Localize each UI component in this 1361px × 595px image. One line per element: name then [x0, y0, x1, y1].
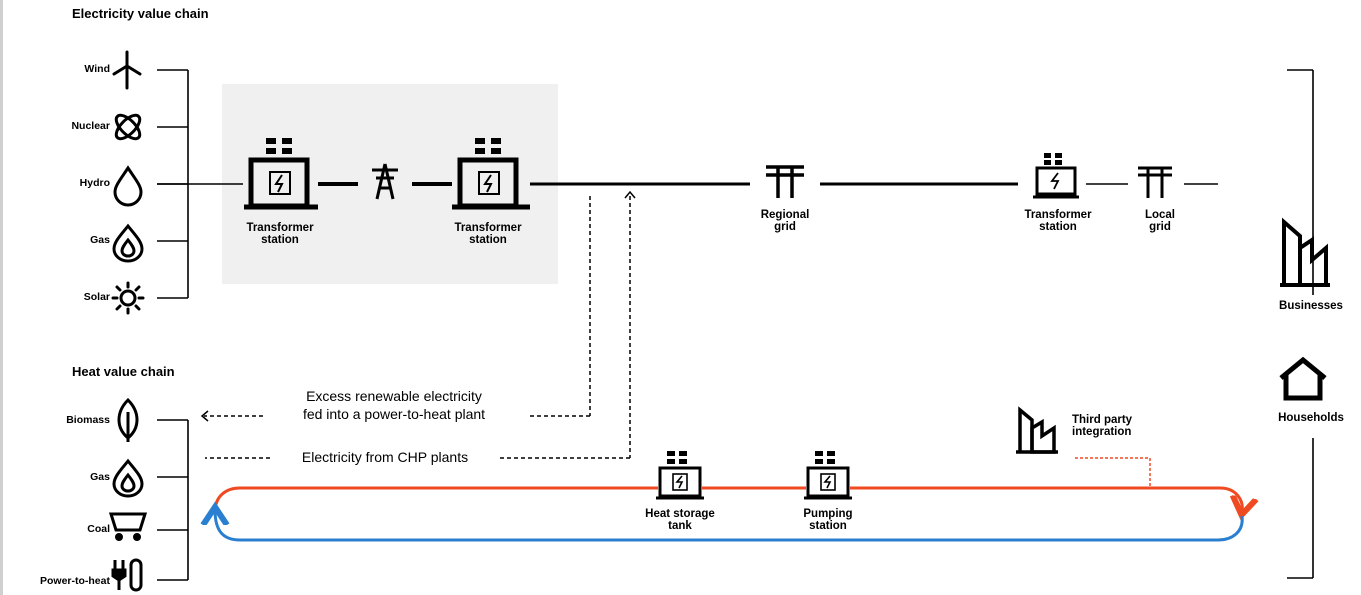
node-label-local-grid: Local grid: [1144, 209, 1176, 233]
wind-turbine-icon: [112, 50, 142, 90]
node-label-pumping-station: Pumping station: [803, 508, 853, 532]
grid-tower-icon: [766, 165, 804, 198]
source-label-hydro: Hydro: [79, 177, 110, 189]
node-label-transformer-2: Transformer station: [454, 222, 522, 246]
pylon-icon: [372, 163, 398, 200]
water-drop-icon: [113, 165, 143, 207]
flame-icon: [112, 458, 144, 498]
node-label-transformer-1: Transformer station: [246, 222, 314, 246]
source-label-power-to-heat: Power-to-heat: [39, 575, 110, 587]
transformer-icon: [452, 138, 530, 210]
third-party-connector: [1075, 457, 1151, 488]
source-label-heat-gas: Gas: [90, 471, 110, 483]
node-label-transformer-3: Transformer station: [1024, 209, 1092, 233]
consumers-bracket: [1287, 69, 1314, 579]
arrow-up-to-grid: [624, 190, 636, 199]
source-label-biomass: Biomass: [66, 414, 110, 426]
source-label-solar: Solar: [83, 291, 110, 303]
transformer-icon: [1033, 153, 1079, 199]
sun-icon: [111, 281, 145, 315]
consumer-label-households: Households: [1278, 412, 1344, 424]
flame-icon: [112, 223, 144, 263]
note-chp-electricity: Electricity from CHP plants: [301, 449, 469, 465]
source-label-nuclear: Nuclear: [71, 120, 110, 132]
plug-thermometer-icon: [111, 558, 143, 592]
leaf-icon: [117, 397, 139, 442]
source-label-coal: Coal: [87, 523, 110, 535]
node-label-regional-grid: Regional grid: [760, 209, 810, 233]
factory-icon: [1016, 406, 1058, 454]
electricity-chain-title: Electricity value chain: [72, 6, 209, 21]
source-label-wind: Wind: [84, 63, 110, 75]
transformer-icon: [244, 138, 318, 210]
page-edge-strip: [0, 0, 3, 595]
transformer-icon: [804, 451, 852, 500]
arrow-to-biomass: [200, 410, 209, 422]
heat-sources-bracket: [157, 419, 189, 581]
node-label-third-party: Third party integration: [1072, 414, 1133, 438]
heat-chain-title: Heat value chain: [72, 364, 175, 379]
house-icon: [1279, 356, 1327, 401]
atom-icon: [114, 113, 142, 141]
cart-icon: [108, 512, 148, 541]
source-label-gas: Gas: [90, 234, 110, 246]
factory-icon: [1280, 217, 1330, 287]
heat-network-loop: [215, 486, 1242, 542]
grid-tower-icon: [1138, 166, 1172, 198]
consumer-label-businesses: Businesses: [1279, 300, 1343, 312]
dashed-connectors: [204, 196, 631, 459]
transformer-icon: [656, 451, 704, 500]
node-label-heat-storage: Heat storage tank: [645, 508, 715, 532]
note-excess-renewable: Excess renewable electricity fed into a …: [302, 388, 486, 422]
